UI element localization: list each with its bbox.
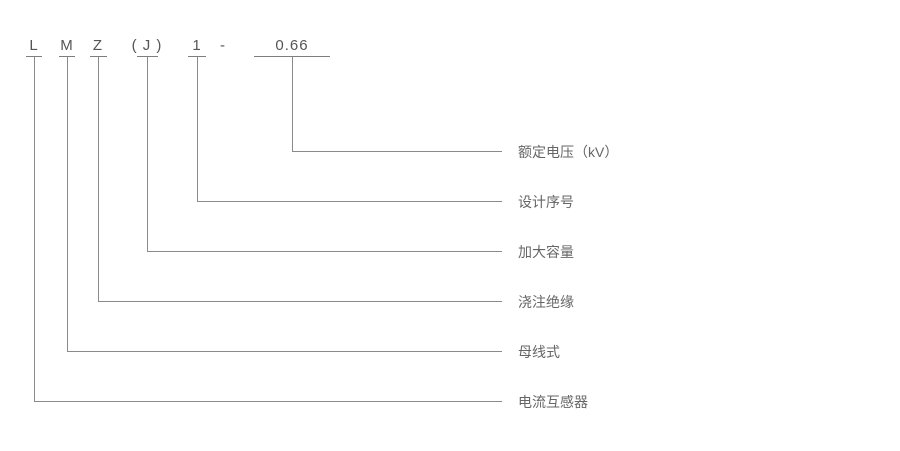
label-current-transformer: 电流互感器 — [518, 394, 588, 410]
label-increased-capacity: 加大容量 — [518, 244, 574, 260]
connector-rated-voltage — [292, 57, 502, 152]
label-design-serial: 设计序号 — [518, 194, 574, 210]
connector-design-serial — [197, 57, 502, 202]
underline-1 — [188, 56, 206, 57]
underline-M — [59, 56, 75, 57]
code-separator-hyphen: - — [220, 37, 226, 54]
code-symbol-1: 1 — [192, 37, 202, 54]
underline-Z — [90, 56, 107, 57]
connector-cast-insulation — [98, 57, 502, 302]
connector-increased-capacity — [147, 57, 502, 252]
code-symbol-0-66: 0.66 — [275, 37, 309, 54]
connector-busbar-type — [67, 57, 502, 352]
code-symbol-J: ( J ) — [131, 37, 163, 54]
code-symbol-Z: Z — [92, 37, 104, 54]
underline-0-66 — [254, 56, 330, 57]
label-rated-voltage: 额定电压（kV） — [518, 144, 619, 160]
code-symbol-M: M — [60, 37, 74, 54]
label-cast-insulation: 浇注绝缘 — [518, 294, 574, 310]
connector-current-transformer — [34, 57, 502, 402]
underline-L — [26, 56, 42, 57]
label-busbar-type: 母线式 — [518, 344, 560, 360]
underline-J — [137, 56, 158, 57]
code-symbol-L: L — [29, 37, 39, 54]
